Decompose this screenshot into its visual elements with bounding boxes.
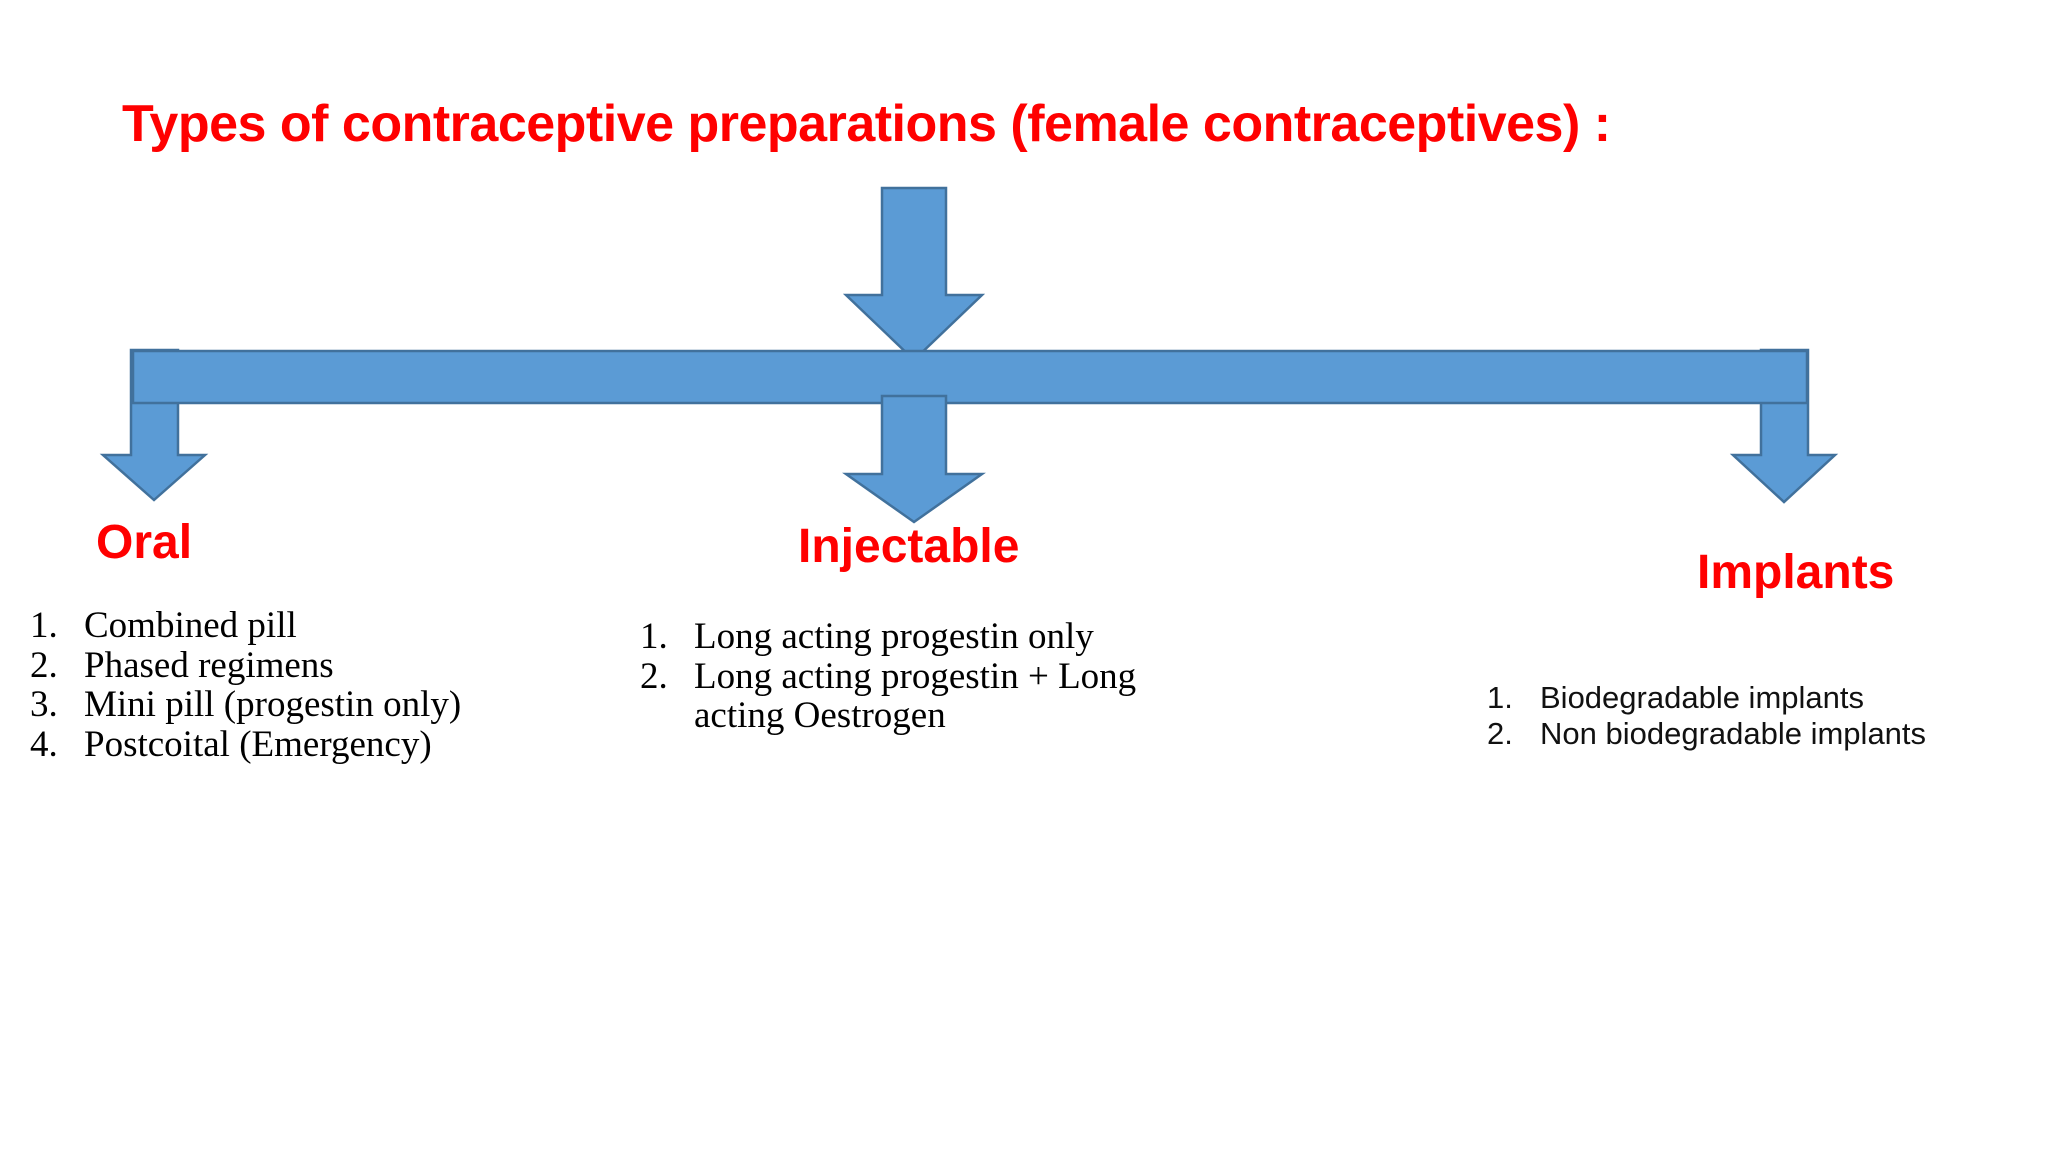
page-title: Types of contraceptive preparations (fem… [122,95,1611,153]
list-item: 2. Long acting progestin + Long acting O… [640,655,1220,737]
list-item-number: 3. [30,684,58,726]
list-item-number: 2. [640,655,668,697]
list-item: 2. Non biodegradable implants [1487,716,2047,752]
list-item-number: 1. [30,605,58,646]
flow-diagram [0,0,2048,560]
main-down-arrow [842,186,986,362]
list-item: 1. Long acting progestin only [640,617,1220,657]
branch-arrow-injectable [842,394,986,524]
list-item-number: 2. [1487,715,1513,751]
list-item: 1. Biodegradable implants [1487,680,2047,716]
list-item-label: Phased regimens [84,644,334,686]
column-header-oral: Oral [96,516,193,569]
list-item-label: Non biodegradable implants [1540,715,1927,751]
list-injectable: 1. Long acting progestin only 2. Long ac… [640,617,1220,736]
list-item-number: 4. [30,723,58,765]
list-implants: 1. Biodegradable implants 2. Non biodegr… [1487,680,2047,752]
list-item-label: Biodegradable implants [1540,680,1864,715]
list-item-label: Long acting progestin only [694,616,1094,657]
list-item-label: Postcoital (Emergency) [84,723,432,765]
column-header-injectable: Injectable [798,520,1020,573]
list-item-number: 1. [640,616,668,657]
horizontal-connector-bar [131,349,1809,405]
list-item-label: Mini pill (progestin only) [84,684,462,726]
list-oral: 1. Combined pill 2. Phased regimens 3. M… [30,606,590,764]
list-item-number: 2. [30,644,58,686]
list-item: 2. Phased regimens [30,644,590,686]
list-item: 4. Postcoital (Emergency) [30,725,590,765]
list-item-label: Combined pill [84,605,297,646]
list-item-number: 1. [1487,680,1513,715]
column-header-implants: Implants [1697,546,1895,599]
list-item: 3. Mini pill (progestin only) [30,685,590,725]
list-item: 1. Combined pill [30,606,590,646]
list-item-label: Long acting progestin + Long acting Oest… [694,655,1137,737]
